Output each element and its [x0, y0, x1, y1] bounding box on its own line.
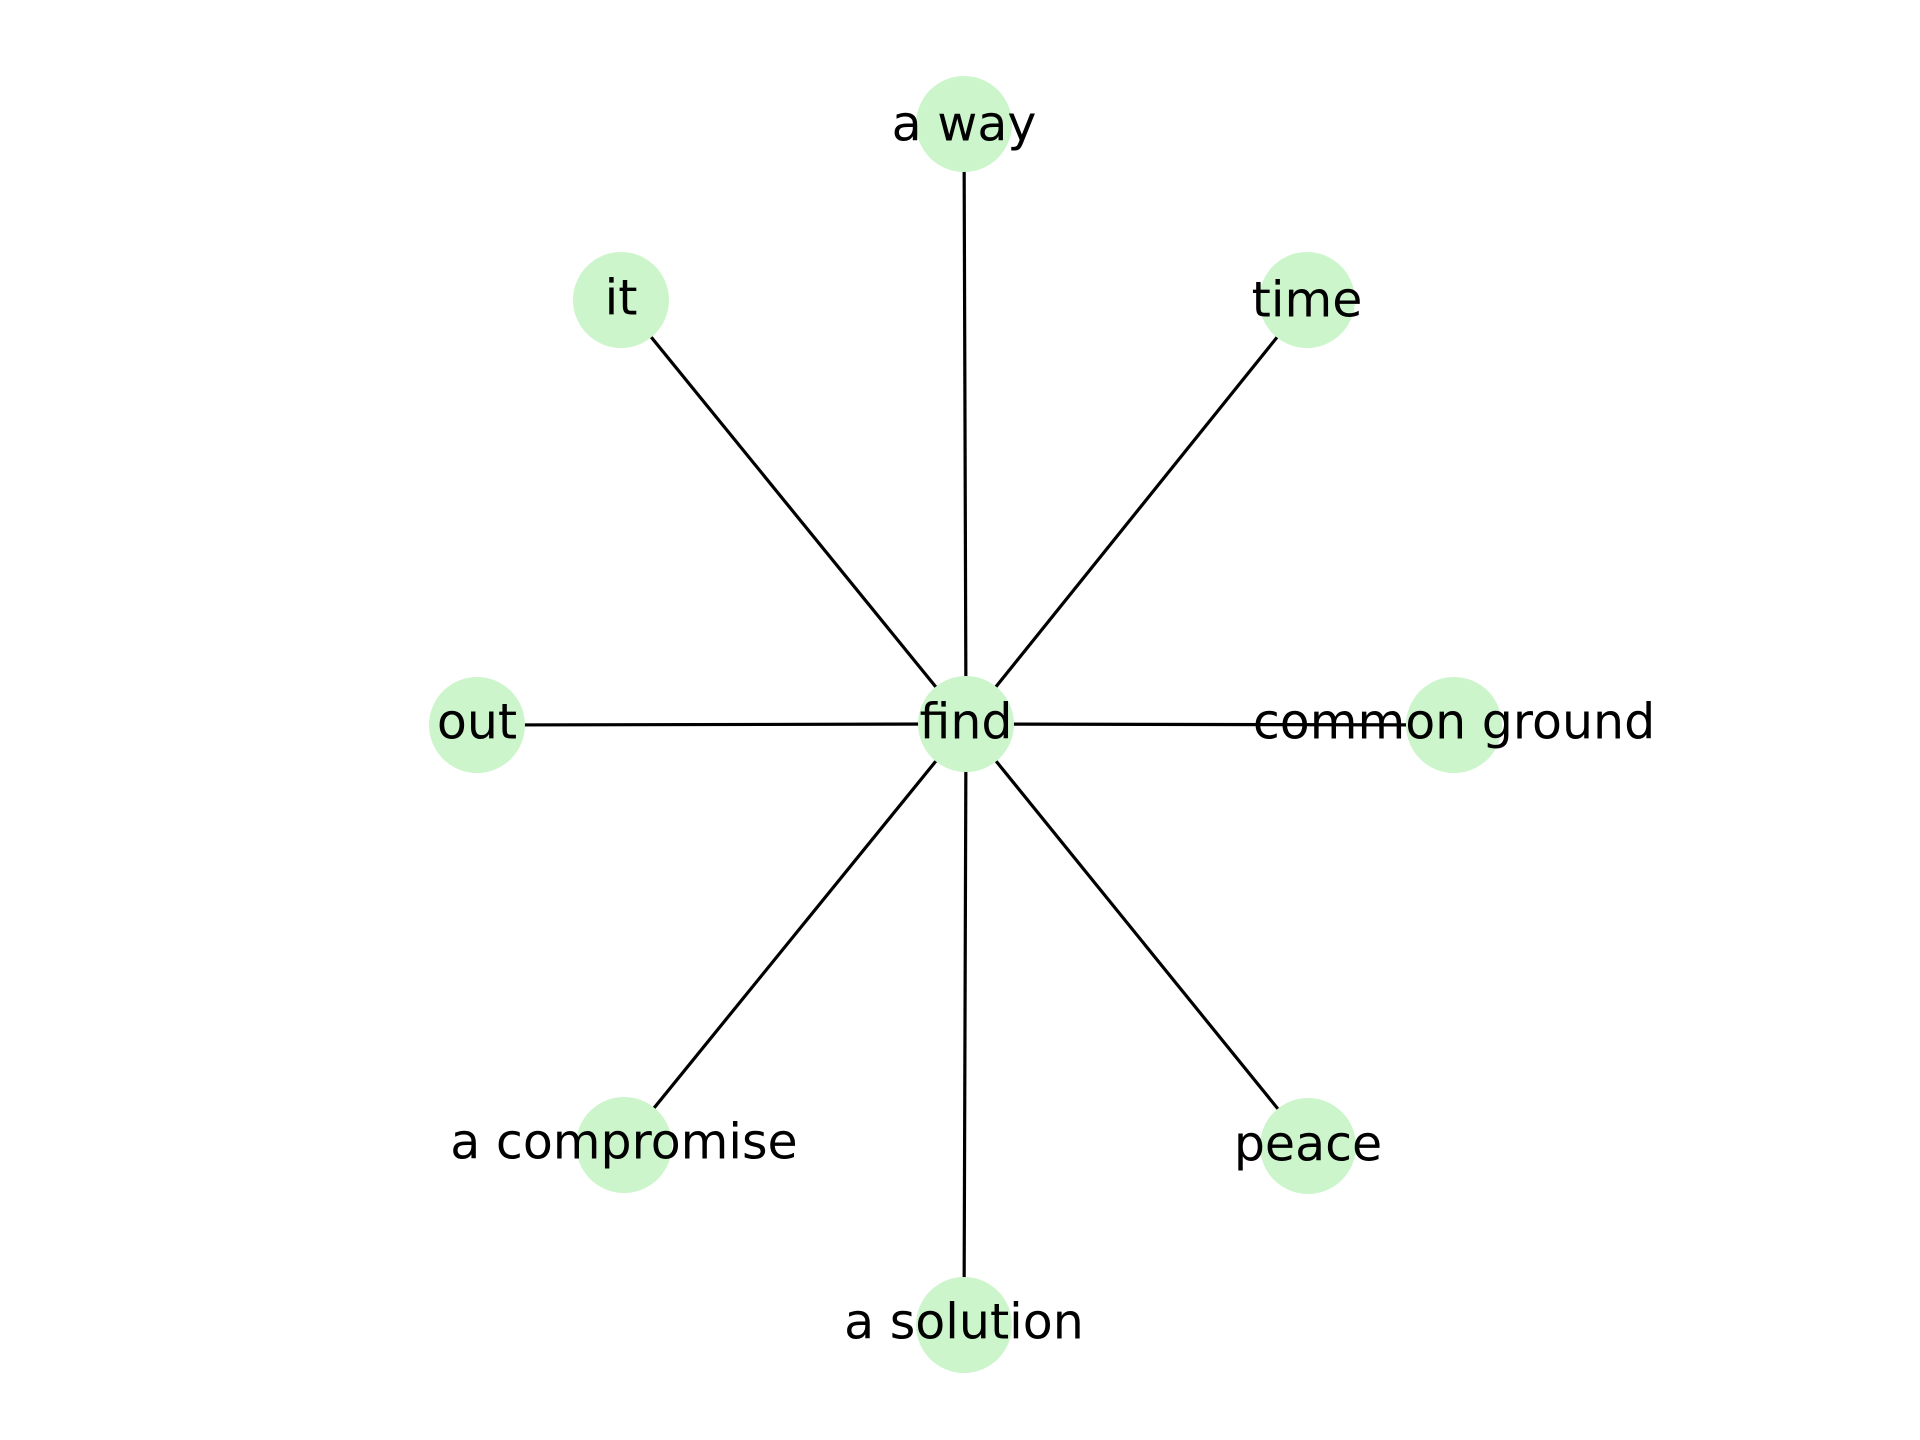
node-circle: [918, 676, 1014, 772]
node-circle: [576, 1097, 672, 1193]
node-label: a way: [892, 96, 1037, 153]
node-label: out: [437, 694, 517, 751]
node-out: out: [429, 677, 525, 773]
nodes-layer: find a way it time out common ground a c…: [429, 76, 1655, 1373]
edge-find-it: [619, 298, 968, 726]
node-circle: [429, 677, 525, 773]
node-a-compromise: a compromise: [450, 1097, 798, 1193]
edge-find-a-solution: [962, 723, 968, 1326]
edge-find-common-ground: [965, 722, 1455, 727]
node-common-ground: common ground: [1253, 677, 1655, 773]
node-label: common ground: [1253, 694, 1655, 751]
edge-find-time: [964, 298, 1309, 726]
node-label-center: find: [919, 694, 1012, 751]
node-it: it: [573, 252, 669, 348]
node-a-solution: a solution: [844, 1277, 1084, 1373]
node-circle: [916, 1277, 1012, 1373]
node-circle: [1406, 677, 1502, 773]
node-peace: peace: [1234, 1098, 1382, 1194]
node-label: a compromise: [450, 1114, 797, 1171]
node-a-way: a way: [892, 76, 1037, 172]
edge-find-peace: [964, 722, 1310, 1148]
node-circle: [1259, 252, 1355, 348]
node-circle: [573, 252, 669, 348]
node-label: time: [1252, 272, 1363, 329]
node-time: time: [1252, 252, 1363, 348]
node-label: a solution: [844, 1294, 1084, 1351]
edge-find-out: [476, 722, 967, 727]
node-circle: [1260, 1098, 1356, 1194]
node-circle: [916, 76, 1012, 172]
node-label: peace: [1234, 1116, 1382, 1173]
edge-find-a-compromise: [622, 722, 968, 1147]
node-center-find: find: [918, 676, 1014, 772]
edges-layer: [476, 123, 1455, 1326]
edge-find-a-way: [962, 123, 968, 725]
node-label: it: [605, 270, 638, 327]
